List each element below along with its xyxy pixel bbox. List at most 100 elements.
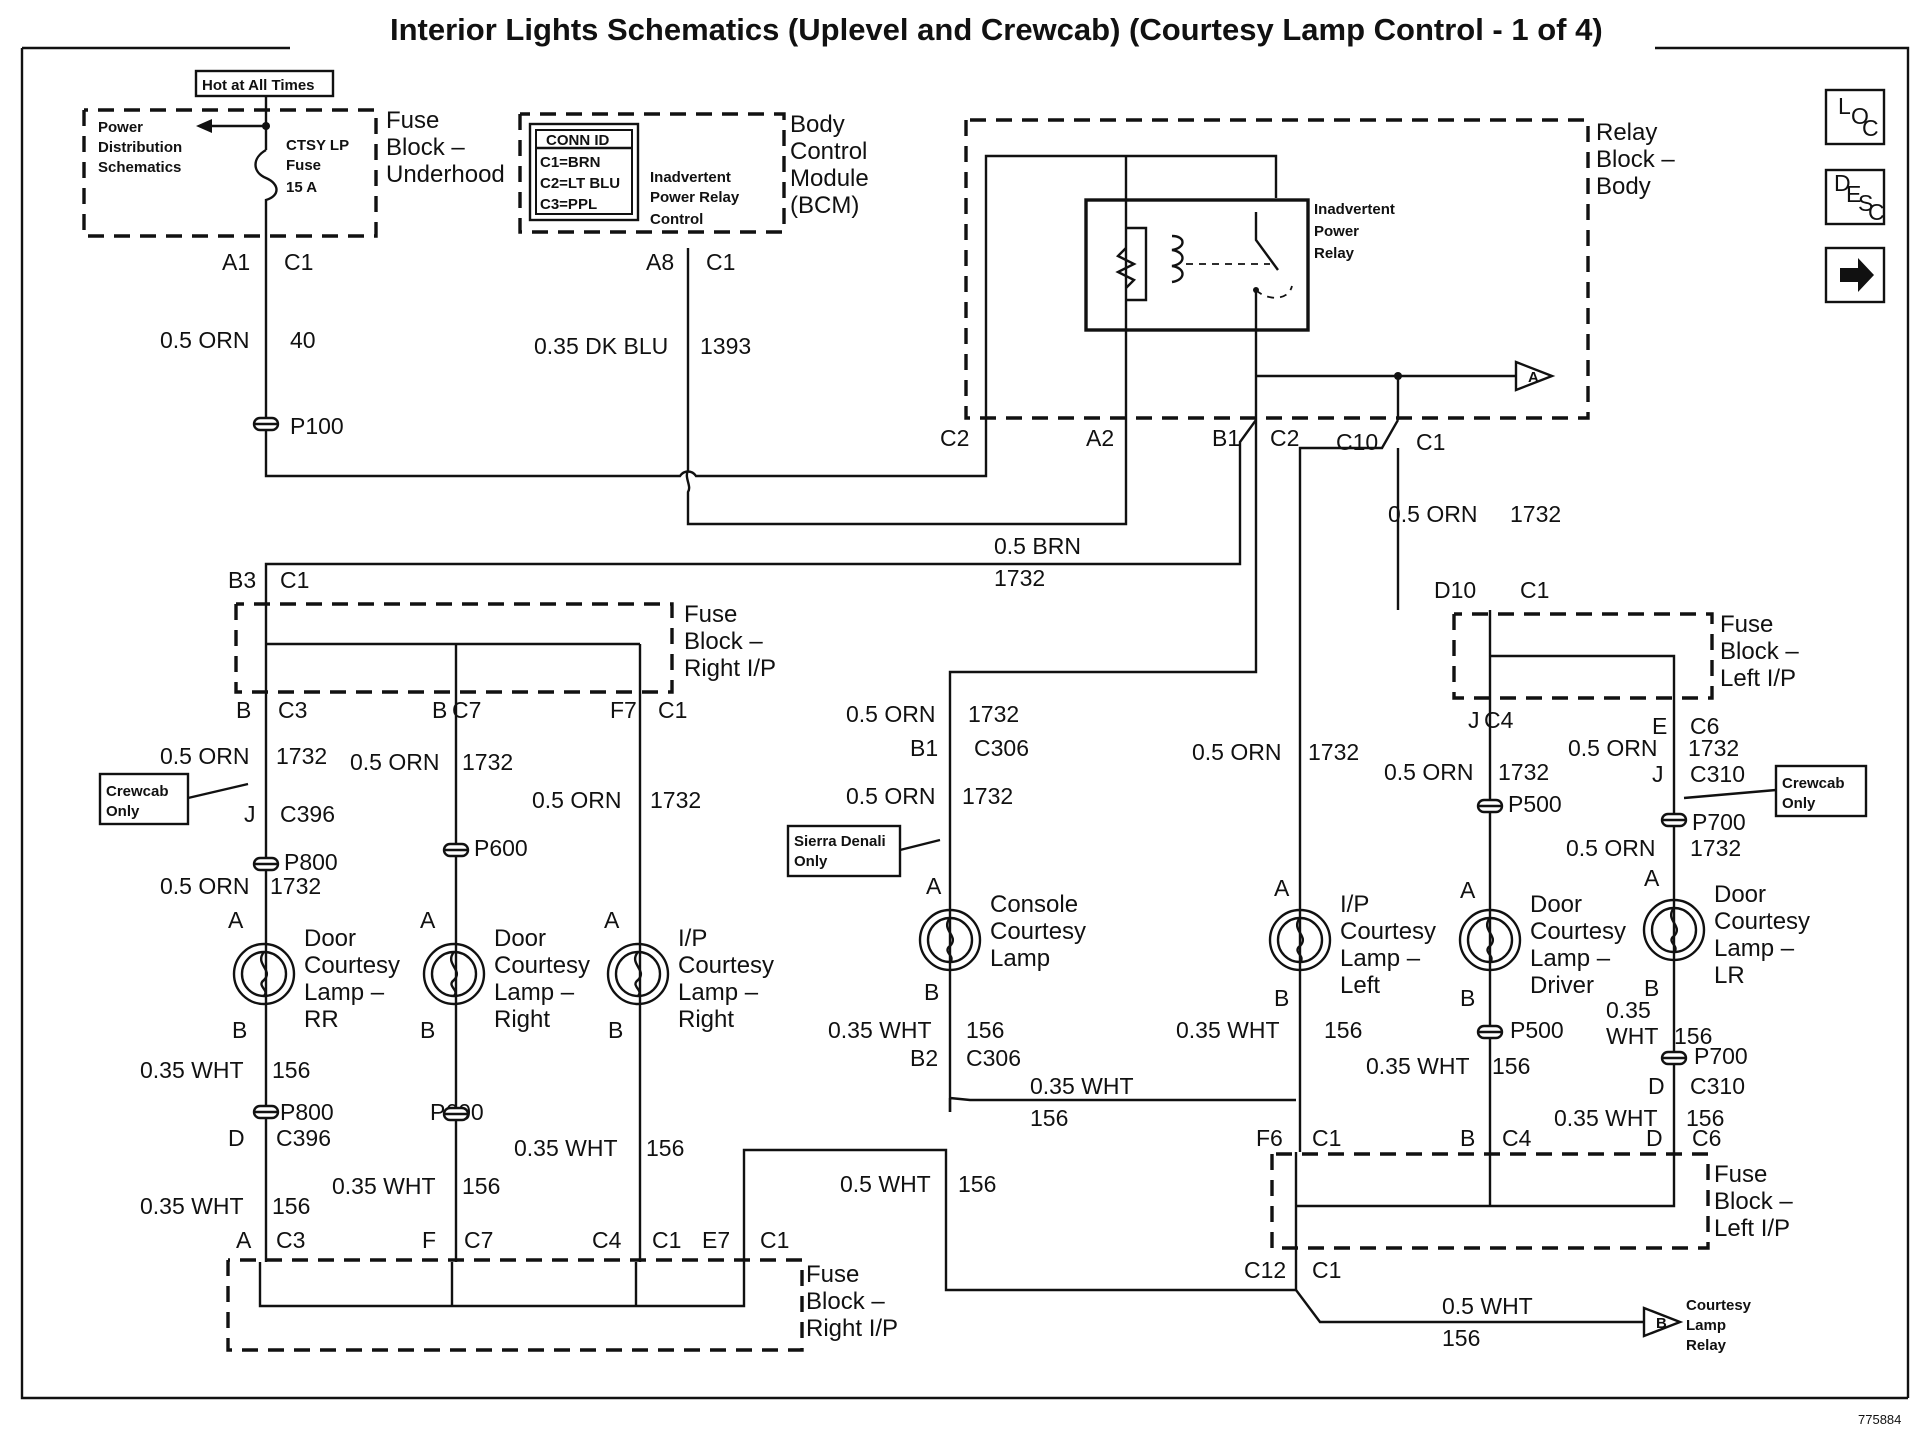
wire-label: A2 — [1086, 425, 1114, 451]
wire-label: 0.5 ORN — [1566, 835, 1655, 861]
lamp-label: Lamp – — [1530, 945, 1611, 972]
wire-label: 0.35 WHT — [1030, 1073, 1134, 1099]
svg-text:C: C — [1862, 115, 1879, 141]
wire-label: C7 — [464, 1227, 493, 1253]
lamp-label: RR — [304, 1006, 339, 1033]
wire-label: A — [236, 1227, 252, 1253]
wire-label: 0.5 ORN — [1568, 735, 1657, 761]
wire-label: C1 — [280, 567, 309, 593]
wire-label: 0.5 ORN — [1388, 501, 1477, 527]
wire-label: C1 — [1312, 1125, 1341, 1151]
wire-label: C306 — [966, 1045, 1021, 1071]
desc-icon[interactable]: D E S C — [1824, 168, 1886, 226]
svg-text:Relay: Relay — [1314, 245, 1355, 262]
wire-label: B — [432, 697, 447, 723]
wire-label: A — [228, 907, 244, 933]
wire-label: B — [236, 697, 251, 723]
lamp-label: I/P — [1340, 891, 1369, 918]
wire-label: F — [422, 1227, 436, 1253]
wire-label: D — [1646, 1125, 1663, 1151]
wire-label: 156 — [1686, 1105, 1724, 1131]
wire-label: 0.5 BRN — [994, 533, 1081, 559]
svg-text:Block –: Block – — [684, 628, 763, 655]
wire-label: B — [1460, 985, 1475, 1011]
svg-text:Power: Power — [1314, 223, 1359, 240]
wire-label: 1732 — [650, 787, 701, 813]
wire-label: P100 — [290, 413, 344, 439]
wire-label: 1732 — [1688, 735, 1739, 761]
svg-text:C2=LT BLU: C2=LT BLU — [540, 175, 620, 192]
svg-text:Left I/P: Left I/P — [1714, 1215, 1790, 1242]
svg-text:Courtesy: Courtesy — [1686, 1297, 1752, 1314]
wire-label: 1732 — [1308, 739, 1359, 765]
loc-icon[interactable]: L O C — [1824, 88, 1886, 146]
splice-icon — [252, 856, 280, 872]
wire-label: 0.5 ORN — [846, 701, 935, 727]
svg-text:Underhood: Underhood — [386, 161, 505, 188]
wire-label: 1732 — [1498, 759, 1549, 785]
svg-text:Control: Control — [790, 138, 867, 165]
wire-label: 156 — [646, 1135, 684, 1161]
wire-label: C1 — [1416, 429, 1445, 455]
lamp-label: Lamp — [990, 945, 1050, 972]
svg-text:Relay: Relay — [1686, 1337, 1727, 1354]
next-arrow-icon[interactable] — [1824, 246, 1886, 304]
wire-label: F6 — [1256, 1125, 1283, 1151]
svg-text:Fuse: Fuse — [386, 107, 439, 134]
wire-label: 0.35 WHT — [514, 1135, 618, 1161]
wire-label: 0.35 — [1606, 997, 1651, 1023]
wire-label: 156 — [1492, 1053, 1530, 1079]
wire-label: D — [228, 1125, 245, 1151]
wire-label: C7 — [452, 697, 481, 723]
wire-label: 1732 — [1510, 501, 1561, 527]
wire-label: C2 — [940, 425, 969, 451]
splice-icon — [1476, 1024, 1504, 1040]
wire-label: A — [1644, 865, 1660, 891]
lamp-label: Right — [494, 1006, 550, 1033]
svg-text:Power Relay: Power Relay — [650, 189, 740, 206]
splice-icon — [252, 1104, 280, 1120]
wire-label: B — [608, 1017, 623, 1043]
wire-label: D — [1648, 1073, 1665, 1099]
svg-text:Schematics: Schematics — [98, 159, 181, 176]
lamp-label: Lamp – — [1340, 945, 1421, 972]
wire-label: A8 — [646, 249, 674, 275]
wire-label: 0.35 DK BLU — [534, 333, 668, 359]
svg-text:C: C — [1868, 199, 1885, 225]
wire-label: F7 — [610, 697, 637, 723]
svg-text:Control: Control — [650, 211, 703, 228]
wire-label: P700 — [1694, 1043, 1748, 1069]
svg-text:Inadvertent: Inadvertent — [1314, 201, 1395, 218]
splice-icon — [1660, 812, 1688, 828]
svg-text:CTSY LP: CTSY LP — [286, 137, 349, 154]
wire-label: C1 — [760, 1227, 789, 1253]
wire-label: B2 — [910, 1045, 938, 1071]
wire-label: 156 — [462, 1173, 500, 1199]
wire-label: C310 — [1690, 1073, 1745, 1099]
wire-label: C12 — [1244, 1257, 1286, 1283]
wire-label: 0.5 WHT — [840, 1171, 931, 1197]
wire-label: J — [1468, 707, 1480, 733]
wire-label: 156 — [1324, 1017, 1362, 1043]
svg-text:Crewcab: Crewcab — [106, 783, 169, 800]
wire-label: 0.35 WHT — [828, 1017, 932, 1043]
wire-label: E — [1652, 713, 1667, 739]
wire-label: D10 — [1434, 577, 1476, 603]
fuse-block-left-ip-bottom: Fuse Block – Left I/P — [1270, 1152, 1793, 1250]
svg-text:D: D — [1834, 170, 1851, 196]
svg-text:Right I/P: Right I/P — [806, 1315, 898, 1342]
wire-label: B — [1644, 975, 1659, 1001]
wire-label: 156 — [1442, 1325, 1480, 1351]
svg-text:Fuse: Fuse — [684, 601, 737, 628]
lamp-label: Lamp – — [304, 979, 385, 1006]
svg-text:B: B — [1656, 1315, 1667, 1332]
wire-label: 0.5 ORN — [846, 783, 935, 809]
wire-label: 40 — [290, 327, 316, 353]
svg-text:Only: Only — [794, 853, 828, 870]
wire-label: P800 — [280, 1099, 334, 1125]
crewcab-note-left: Crewcab Only — [98, 772, 249, 826]
wire-label: 0.35 WHT — [1176, 1017, 1280, 1043]
